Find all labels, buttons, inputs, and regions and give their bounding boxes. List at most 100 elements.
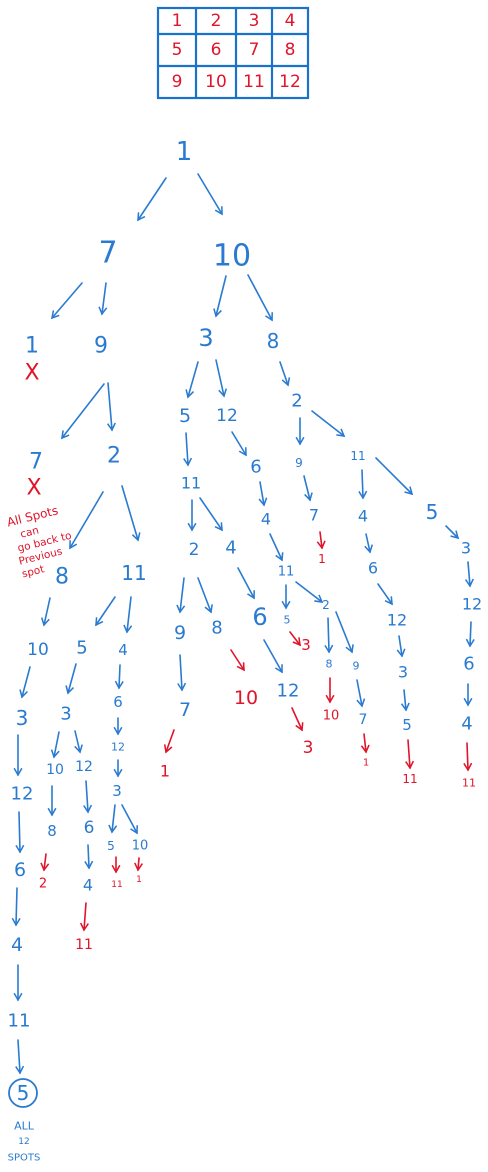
edge-arrow [396, 635, 406, 658]
grid-cell: 10 [205, 72, 227, 92]
goal-circle [8, 1078, 38, 1108]
tree-node: 3 [112, 782, 122, 800]
tree-node: 5 [402, 716, 412, 734]
grid-cell: 11 [243, 72, 265, 92]
tree-node: 9 [353, 660, 360, 673]
edge-arrow [360, 733, 370, 754]
note-line: spot [21, 563, 46, 580]
tree-node: 8 [55, 565, 69, 590]
edge-arrow [40, 597, 51, 627]
edge-arrow [291, 707, 304, 732]
edge-arrow [69, 491, 104, 550]
edge-arrow [405, 739, 415, 770]
tree-node: 8 [211, 618, 222, 639]
tree-node: 4 [358, 507, 368, 526]
note-line: SPOTS [8, 1153, 41, 1164]
tree-node-terminal: 3 [301, 636, 311, 654]
grid-cell: 7 [249, 40, 260, 60]
grid-cell: 6 [211, 40, 222, 60]
tree-node: 4 [83, 876, 93, 895]
edge-arrow [199, 497, 223, 532]
tree-node: 6 [250, 457, 261, 478]
edge-arrow [316, 531, 326, 550]
edge-arrow [61, 383, 105, 440]
tree-node: 8 [326, 658, 333, 671]
tree-node: 4 [461, 714, 472, 735]
edge-arrow [356, 679, 366, 708]
edge-arrow [65, 663, 77, 695]
grid-cell: 5 [172, 40, 183, 60]
tree-node-terminal: X [26, 476, 41, 501]
tree-node: 2 [322, 598, 330, 612]
tree-node: 10 [213, 239, 251, 274]
tree-node: 7 [179, 699, 191, 721]
tree-node: 1 [176, 137, 193, 167]
grid-cell: 2 [211, 11, 222, 31]
tree-node: 4 [225, 538, 236, 559]
grid-cell: 9 [172, 72, 183, 92]
tree-node-terminal: 10 [323, 709, 340, 724]
tree-node: 3 [60, 704, 71, 725]
grid-cell: 12 [279, 72, 301, 92]
tree-node: 8 [47, 822, 57, 840]
edge-arrow [464, 561, 474, 588]
tree-node: 12 [11, 784, 34, 805]
tree-node: 4 [261, 510, 271, 529]
tree-node: 5 [284, 614, 291, 627]
edge-arrow [121, 804, 138, 835]
tree-node: 12 [462, 595, 482, 614]
tree-node-terminal: 11 [111, 880, 122, 890]
tree-node: 3 [16, 706, 29, 730]
tree-node: 2 [107, 444, 121, 469]
tree-node: 3 [461, 539, 471, 558]
edge-arrow [15, 811, 25, 854]
edge-arrow [377, 583, 393, 606]
edge-arrow [364, 533, 374, 554]
edge-arrow [247, 274, 273, 322]
tree-node: 11 [121, 561, 146, 585]
edge-arrow [185, 361, 199, 399]
grid-cell: 1 [172, 11, 183, 31]
tree-node: 4 [118, 641, 128, 659]
edge-arrow [375, 457, 414, 496]
edge-arrow [197, 173, 223, 216]
tree-node: 3 [398, 663, 408, 682]
edge-arrow [303, 475, 313, 502]
edge-arrow [258, 481, 268, 507]
edge-arrow [19, 666, 31, 699]
tree-node: 12 [75, 759, 93, 775]
edge-arrow [15, 1039, 25, 1075]
tree-node: 11 [8, 1011, 31, 1032]
grid-cell: 4 [285, 11, 296, 31]
tree-node: 8 [267, 329, 280, 353]
edge-arrow [176, 577, 186, 614]
edge-arrow [40, 853, 50, 872]
edge-arrow [114, 664, 124, 690]
note-line: 12 [18, 1137, 29, 1147]
tree-node: 7 [29, 450, 43, 475]
tree-node: 6 [84, 818, 95, 838]
all-spots-note: ALL 12 SPOTS [8, 1120, 41, 1164]
tree-node: 10 [46, 762, 64, 778]
tree-node: 7 [98, 236, 117, 271]
tree-node-terminal: 2 [39, 877, 47, 892]
tree-node-terminal: 11 [75, 937, 93, 953]
edge-arrow [121, 485, 141, 542]
edge-arrow [74, 730, 83, 754]
edge-arrow [279, 361, 291, 387]
edge-arrow [50, 731, 60, 759]
tree-node: 12 [387, 611, 407, 630]
tree-node: 7 [309, 506, 319, 525]
tree-node: 6 [463, 654, 474, 675]
tree-node-terminal: 1 [363, 758, 369, 769]
tree-node: 6 [14, 859, 26, 881]
tree-edges [11, 173, 475, 1075]
tree-node: 9 [295, 456, 303, 470]
edge-arrow [83, 780, 93, 814]
edge-arrow [123, 596, 133, 634]
tree-node: 1 [25, 334, 39, 359]
edge-arrow [137, 177, 167, 222]
edge-arrow [230, 649, 245, 672]
edge-arrow [263, 639, 283, 674]
tree-node-terminal: 1 [136, 875, 142, 885]
